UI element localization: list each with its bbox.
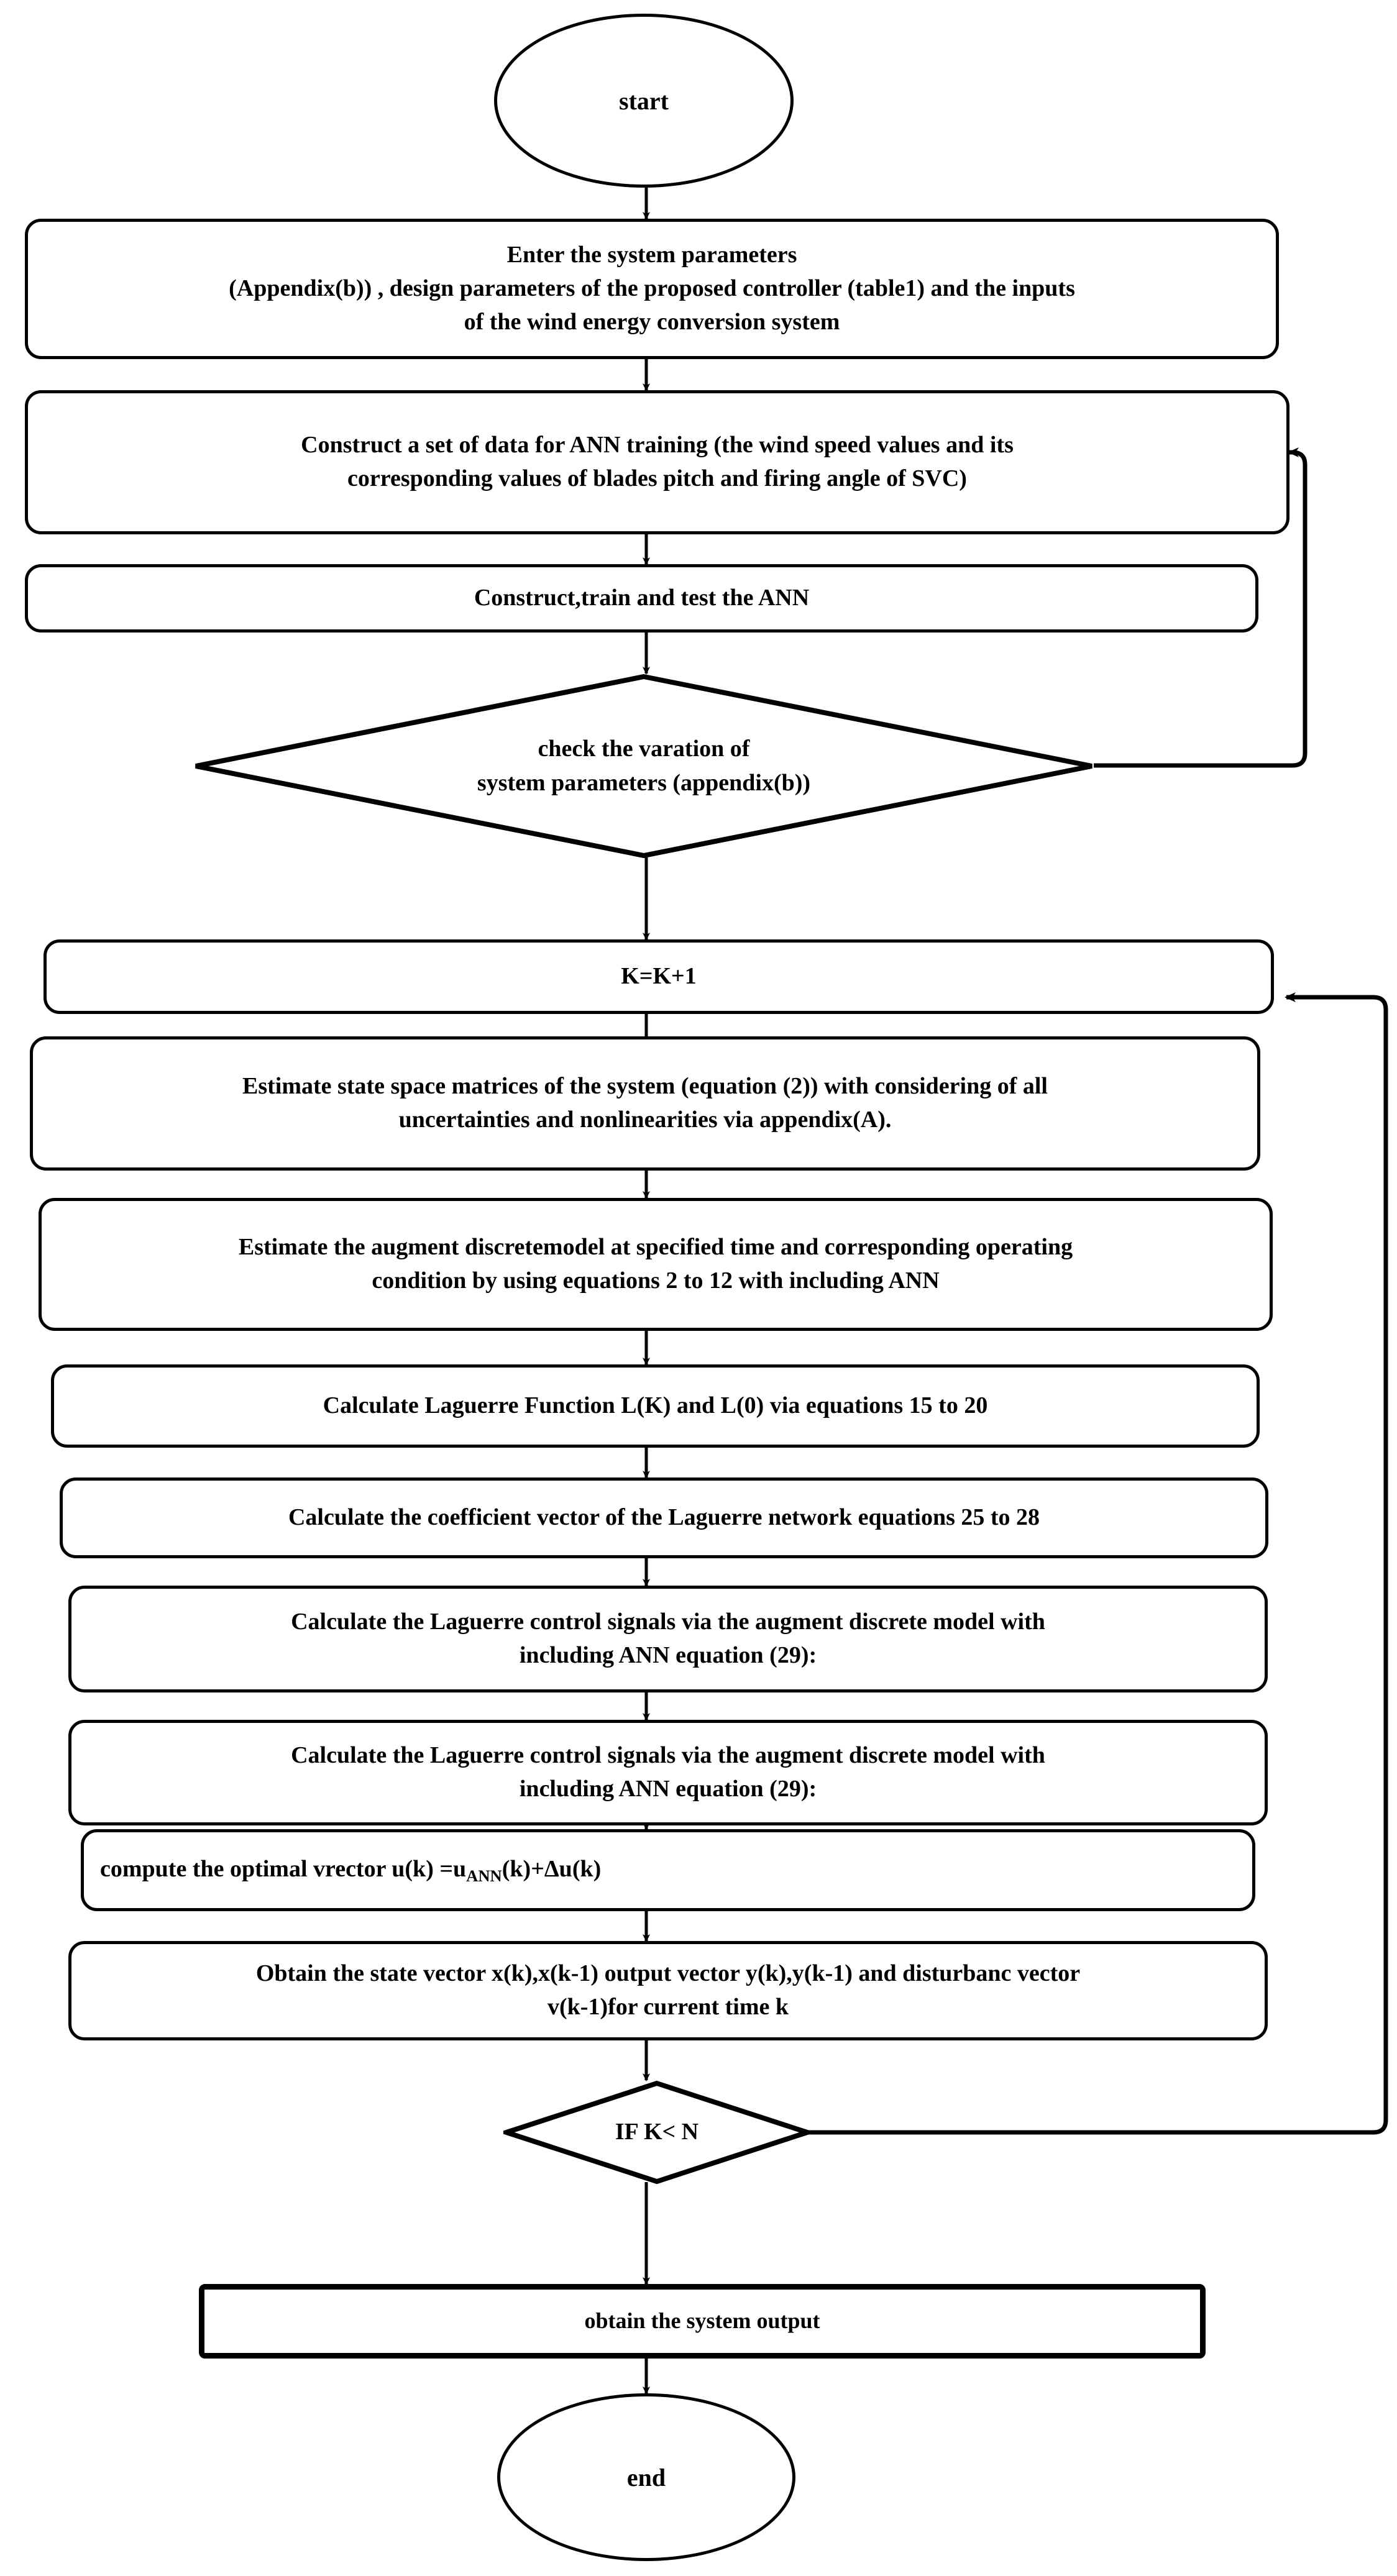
- node-compute-optimal-suffix: (k)+Δu(k): [502, 1855, 602, 1882]
- node-compute-optimal-prefix: compute the optimal vrector u(k) =u: [100, 1855, 467, 1882]
- node-obtain-output: obtain the system output: [199, 2284, 1206, 2359]
- node-estimate-state-space-line1: Estimate state space matrices of the sys…: [242, 1073, 1048, 1100]
- node-calc-control-signals-2: Calculate the Laguerre control signals v…: [68, 1720, 1268, 1825]
- node-check-variation-line2: system parameters (appendix(b)): [477, 770, 811, 796]
- node-obtain-vectors-line1: Obtain the state vector x(k),x(k-1) outp…: [255, 1960, 1081, 1987]
- node-obtain-vectors: Obtain the state vector x(k),x(k-1) outp…: [68, 1941, 1268, 2040]
- node-if-k-lt-n-line1: IF K< N: [615, 2119, 699, 2145]
- node-check-variation-line1: check the varation of: [538, 735, 750, 762]
- node-compute-optimal-subscript: ANN: [466, 1866, 502, 1885]
- node-calc-laguerre-function-line1: Calculate Laguerre Function L(K) and L(0…: [323, 1392, 988, 1419]
- node-construct-data-line1: Construct a set of data for ANN training…: [301, 432, 1014, 459]
- node-calc-control-signals-1-line1: Calculate the Laguerre control signals v…: [291, 1609, 1045, 1635]
- node-check-variation: check the varation of system parameters …: [193, 674, 1095, 859]
- node-calc-control-signals-2-line2: including ANN equation (29):: [519, 1776, 817, 1802]
- node-estimate-augment-line1: Estimate the augment discretemodel at sp…: [238, 1234, 1073, 1261]
- node-calc-coefficient-vector-line1: Calculate the coefficient vector of the …: [288, 1504, 1040, 1531]
- node-estimate-augment-line2: condition by using equations 2 to 12 wit…: [372, 1267, 940, 1294]
- node-construct-data-line2: corresponding values of blades pitch and…: [347, 465, 967, 491]
- node-compute-optimal: compute the optimal vrector u(k) =uANN(k…: [81, 1829, 1255, 1911]
- node-calc-control-signals-1: Calculate the Laguerre control signals v…: [68, 1586, 1268, 1692]
- node-construct-data: Construct a set of data for ANN training…: [25, 390, 1289, 534]
- node-start: start: [494, 14, 794, 188]
- node-obtain-output-line1: obtain the system output: [584, 2308, 820, 2334]
- node-estimate-state-space-line2: uncertainties and nonlinearities via app…: [398, 1107, 892, 1133]
- node-enter-params-line3: of the wind energy conversion system: [464, 308, 840, 335]
- node-calc-coefficient-vector: Calculate the coefficient vector of the …: [60, 1478, 1268, 1558]
- node-train-ann: Construct,train and test the ANN: [25, 564, 1258, 633]
- node-obtain-vectors-line2: v(k-1)for current time k: [547, 1994, 789, 2020]
- node-compute-optimal-expression: compute the optimal vrector u(k) =uANN(k…: [100, 1853, 601, 1888]
- node-end: end: [497, 2393, 795, 2561]
- node-calc-laguerre-function: Calculate Laguerre Function L(K) and L(0…: [51, 1364, 1260, 1448]
- node-calc-control-signals-2-line1: Calculate the Laguerre control signals v…: [291, 1742, 1045, 1769]
- node-enter-params-line2: (Appendix(b)) , design parameters of the…: [229, 275, 1075, 302]
- node-k-increment-line1: K=K+1: [621, 963, 697, 990]
- node-k-increment: K=K+1: [44, 939, 1274, 1014]
- node-enter-params: Enter the system parameters (Appendix(b)…: [25, 219, 1279, 359]
- node-estimate-state-space: Estimate state space matrices of the sys…: [30, 1036, 1260, 1171]
- node-calc-control-signals-1-line2: including ANN equation (29):: [519, 1642, 817, 1668]
- node-train-ann-line1: Construct,train and test the ANN: [474, 585, 810, 611]
- node-start-label: start: [619, 86, 669, 115]
- node-if-k-lt-n: IF K< N: [503, 2080, 810, 2185]
- node-estimate-augment: Estimate the augment discretemodel at sp…: [39, 1198, 1273, 1331]
- node-end-label: end: [626, 2463, 666, 2492]
- node-enter-params-line1: Enter the system parameters: [506, 242, 797, 268]
